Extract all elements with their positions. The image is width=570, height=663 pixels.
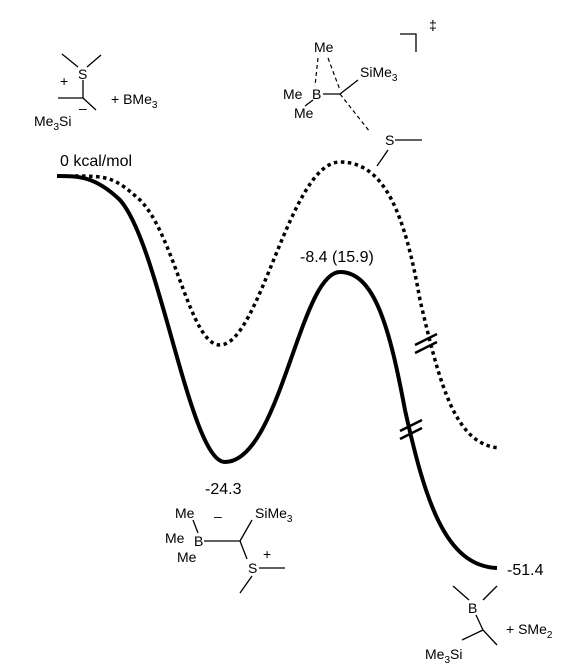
svg-text:Me: Me (314, 39, 334, 55)
svg-text:–: – (214, 508, 222, 524)
svg-text:S: S (385, 132, 394, 148)
energy-label-reactant: 0 kcal/mol (60, 153, 132, 170)
svg-text:Me: Me (294, 105, 314, 121)
svg-text:Me: Me (175, 505, 195, 521)
svg-text:S: S (248, 560, 257, 576)
svg-text:+ SMe2: + SMe2 (506, 621, 553, 641)
svg-text:SiMe3: SiMe3 (255, 505, 293, 525)
intermediate-structure: Me Me Me B – SiMe3 S + (165, 505, 293, 594)
svg-text:+: + (60, 73, 68, 89)
svg-text:B: B (194, 533, 203, 549)
svg-text:+ BMe3: + BMe3 (111, 91, 158, 111)
svg-text:Me: Me (177, 549, 197, 565)
svg-text:Me3Si: Me3Si (425, 646, 462, 663)
svg-text:‡: ‡ (429, 17, 437, 33)
break-mark-solid (399, 418, 423, 441)
svg-text:Me3Si: Me3Si (34, 113, 71, 133)
svg-text:S: S (78, 66, 87, 82)
svg-text:Me: Me (165, 530, 185, 546)
svg-text:B: B (312, 86, 321, 102)
energy-label-intermediate: -24.3 (205, 481, 242, 498)
reactant-structure: S + – Me3Si + BMe3 (34, 53, 158, 133)
energy-label-product: -51.4 (507, 562, 544, 579)
svg-text:B: B (468, 600, 477, 616)
svg-text:+: + (263, 546, 271, 562)
break-mark-dotted (414, 332, 438, 355)
product-structure: B Me3Si + SMe2 (425, 585, 553, 663)
dotted-pathway-curve (74, 160, 501, 450)
svg-text:–: – (79, 100, 87, 116)
energy-label-ts: -8.4 (15.9) (300, 249, 374, 266)
svg-text:Me: Me (283, 86, 303, 102)
svg-text:SiMe3: SiMe3 (360, 64, 398, 84)
solid-pathway-curve (56, 174, 498, 570)
ts-structure: Me Me B Me SiMe3 S ‡ (283, 17, 437, 167)
